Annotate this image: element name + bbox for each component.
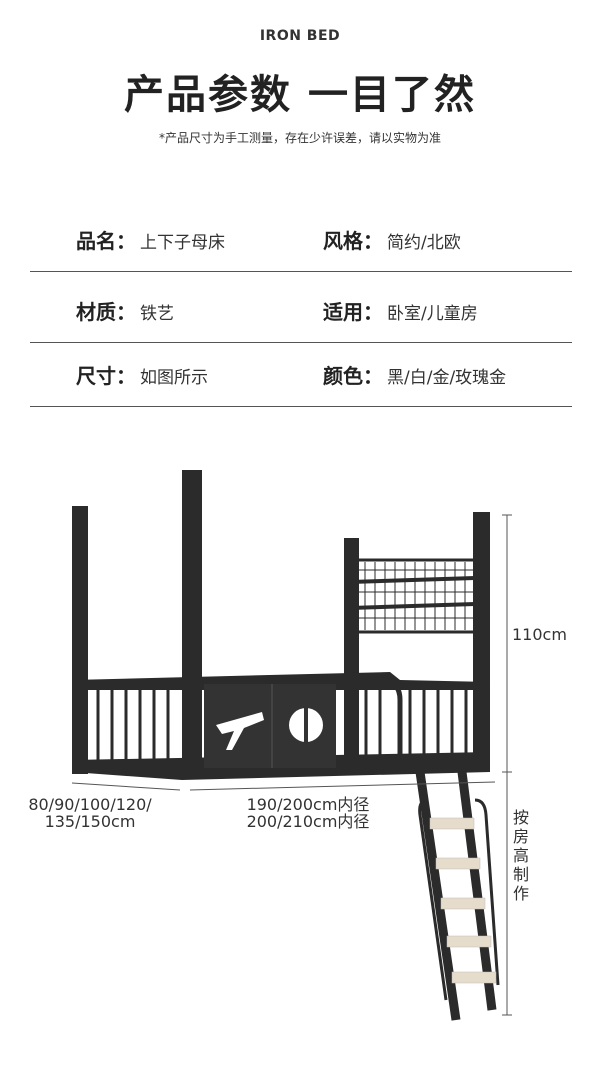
spec-label: 颜色： — [323, 364, 383, 388]
spec-label: 风格： — [323, 229, 383, 253]
spec-row: 材质：铁艺 适用：卧室/儿童房 — [30, 278, 572, 343]
spec-value: 铁艺 — [140, 304, 174, 324]
ladder — [415, 771, 500, 1021]
airplane-icon — [216, 712, 264, 750]
brand-label: IRON BED — [259, 28, 341, 44]
note-char: 按 — [512, 808, 529, 827]
spec-material: 材质：铁艺 — [76, 296, 174, 325]
spec-value: 黑/白/金/玫瑰金 — [387, 368, 507, 388]
spec-row: 品名：上下子母床 风格：简约/北欧 — [30, 207, 572, 272]
note-char: 制 — [512, 865, 529, 884]
width-line-1: 80/90/100/120/ — [28, 795, 152, 814]
length-label: 190/200cm内径 200/210cm内径 — [228, 796, 388, 830]
spec-label: 适用： — [323, 300, 383, 324]
note-char: 作 — [512, 884, 529, 903]
bed-frame — [72, 470, 490, 780]
width-label: 80/90/100/120/ 135/150cm — [10, 796, 170, 830]
note-char: 房 — [512, 827, 529, 846]
spec-value: 如图所示 — [140, 368, 208, 388]
spec-row: 尺寸：如图所示 颜色：黑/白/金/玫瑰金 — [30, 342, 572, 407]
spec-label: 材质： — [76, 300, 136, 324]
length-line-2: 200/210cm内径 — [246, 812, 370, 831]
note-char: 高 — [512, 846, 529, 865]
spec-value: 卧室/儿童房 — [387, 304, 478, 324]
length-line-1: 190/200cm内径 — [246, 795, 370, 814]
width-line-2: 135/150cm — [44, 812, 136, 831]
ladder-height-note: 按 房 高 制 作 — [512, 808, 530, 903]
spec-value: 上下子母床 — [140, 233, 225, 253]
dimension-lines — [71, 514, 512, 1016]
guard-rail-bars — [96, 677, 468, 765]
spec-usage: 适用：卧室/儿童房 — [323, 296, 478, 325]
page-title: 产品参数 一目了然 — [124, 72, 476, 118]
spec-color: 颜色：黑/白/金/玫瑰金 — [323, 360, 506, 389]
round-window-icon — [289, 707, 323, 743]
height-label: 110cm — [512, 625, 567, 644]
spec-value: 简约/北欧 — [387, 233, 461, 253]
spec-name: 品名：上下子母床 — [76, 225, 225, 254]
shelf-rack — [348, 558, 477, 634]
measurement-note: *产品尺寸为手工测量，存在少许误差，请以实物为准 — [158, 131, 441, 145]
loft-bed-illustration — [71, 470, 512, 1021]
spec-label: 尺寸： — [76, 364, 136, 388]
spec-size: 尺寸：如图所示 — [76, 360, 208, 389]
spec-label: 品名： — [76, 229, 136, 253]
spec-style: 风格：简约/北欧 — [323, 225, 461, 254]
